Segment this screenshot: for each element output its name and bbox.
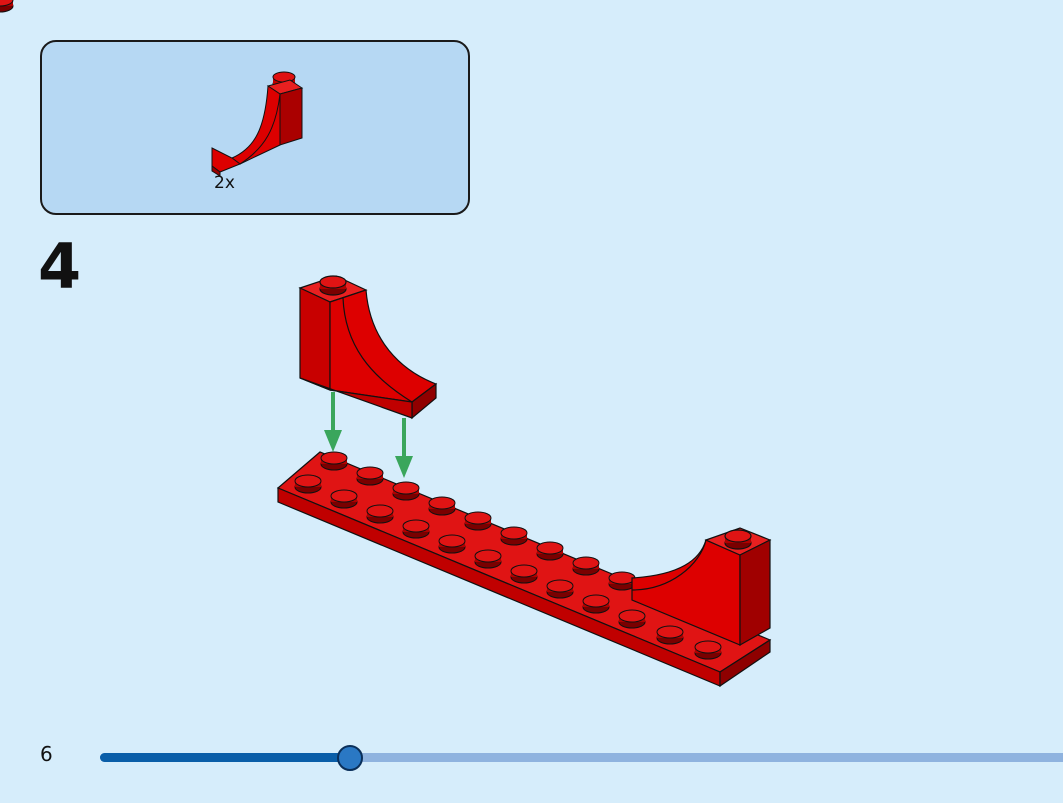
placement-arrows xyxy=(324,392,413,478)
plate-studs xyxy=(0,0,722,660)
page-number: 6 xyxy=(40,742,53,766)
plate-right-face xyxy=(719,638,771,688)
build-step-illustration xyxy=(0,0,772,688)
progress-bar xyxy=(100,745,1063,771)
floating-arch-brick xyxy=(298,275,438,420)
part-quantity-label: 2x xyxy=(214,173,235,193)
parts-callout-box: 2x xyxy=(40,40,470,215)
progress-handle[interactable] xyxy=(337,745,364,771)
placed-arch-brick xyxy=(631,527,772,647)
red-arch-brick-icon xyxy=(211,71,304,177)
progress-bar-fill xyxy=(100,753,351,762)
step-number: 4 xyxy=(38,230,82,303)
